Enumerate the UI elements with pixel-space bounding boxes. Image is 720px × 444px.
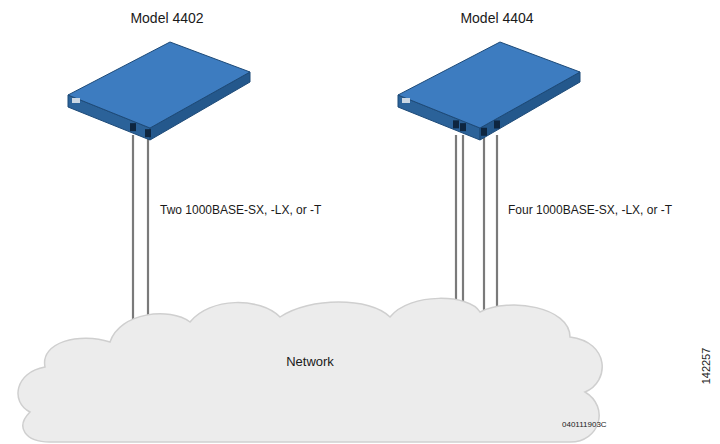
gigabit-link <box>147 135 149 322</box>
port-socket <box>481 128 487 136</box>
figure-number: 142257 <box>700 348 712 385</box>
switch-device: Model 4404 <box>390 5 590 135</box>
cloud-label: Network <box>286 354 334 369</box>
gigabit-link <box>462 135 464 301</box>
port-socket <box>130 123 136 131</box>
cloud-outline <box>18 298 602 442</box>
gigabit-link <box>483 135 485 312</box>
text-holder: Model 4402 <box>74 9 260 27</box>
text-holder: Model 4404 <box>404 9 590 27</box>
gigabit-link <box>455 135 457 302</box>
device-led <box>402 98 410 103</box>
port-socket <box>145 129 151 137</box>
port-socket <box>494 120 500 128</box>
port-socket <box>453 120 459 128</box>
device-led <box>72 98 80 103</box>
link-label: Two 1000BASE-SX, -LX, or -T <box>160 203 321 217</box>
link-label: Four 1000BASE-SX, -LX, or -T <box>508 203 672 217</box>
gigabit-link <box>496 135 498 308</box>
device-top <box>398 42 580 128</box>
text-holder: Network <box>10 352 610 370</box>
device-top <box>68 42 250 128</box>
device-title: Model 4402 <box>130 10 203 26</box>
switch-device: Model 4402 <box>60 5 260 135</box>
drawing-code: 040111903C <box>562 420 607 429</box>
gigabit-link <box>132 135 134 324</box>
device-title: Model 4404 <box>460 10 533 26</box>
network-cloud: Network <box>10 292 610 444</box>
port-socket <box>460 123 466 131</box>
